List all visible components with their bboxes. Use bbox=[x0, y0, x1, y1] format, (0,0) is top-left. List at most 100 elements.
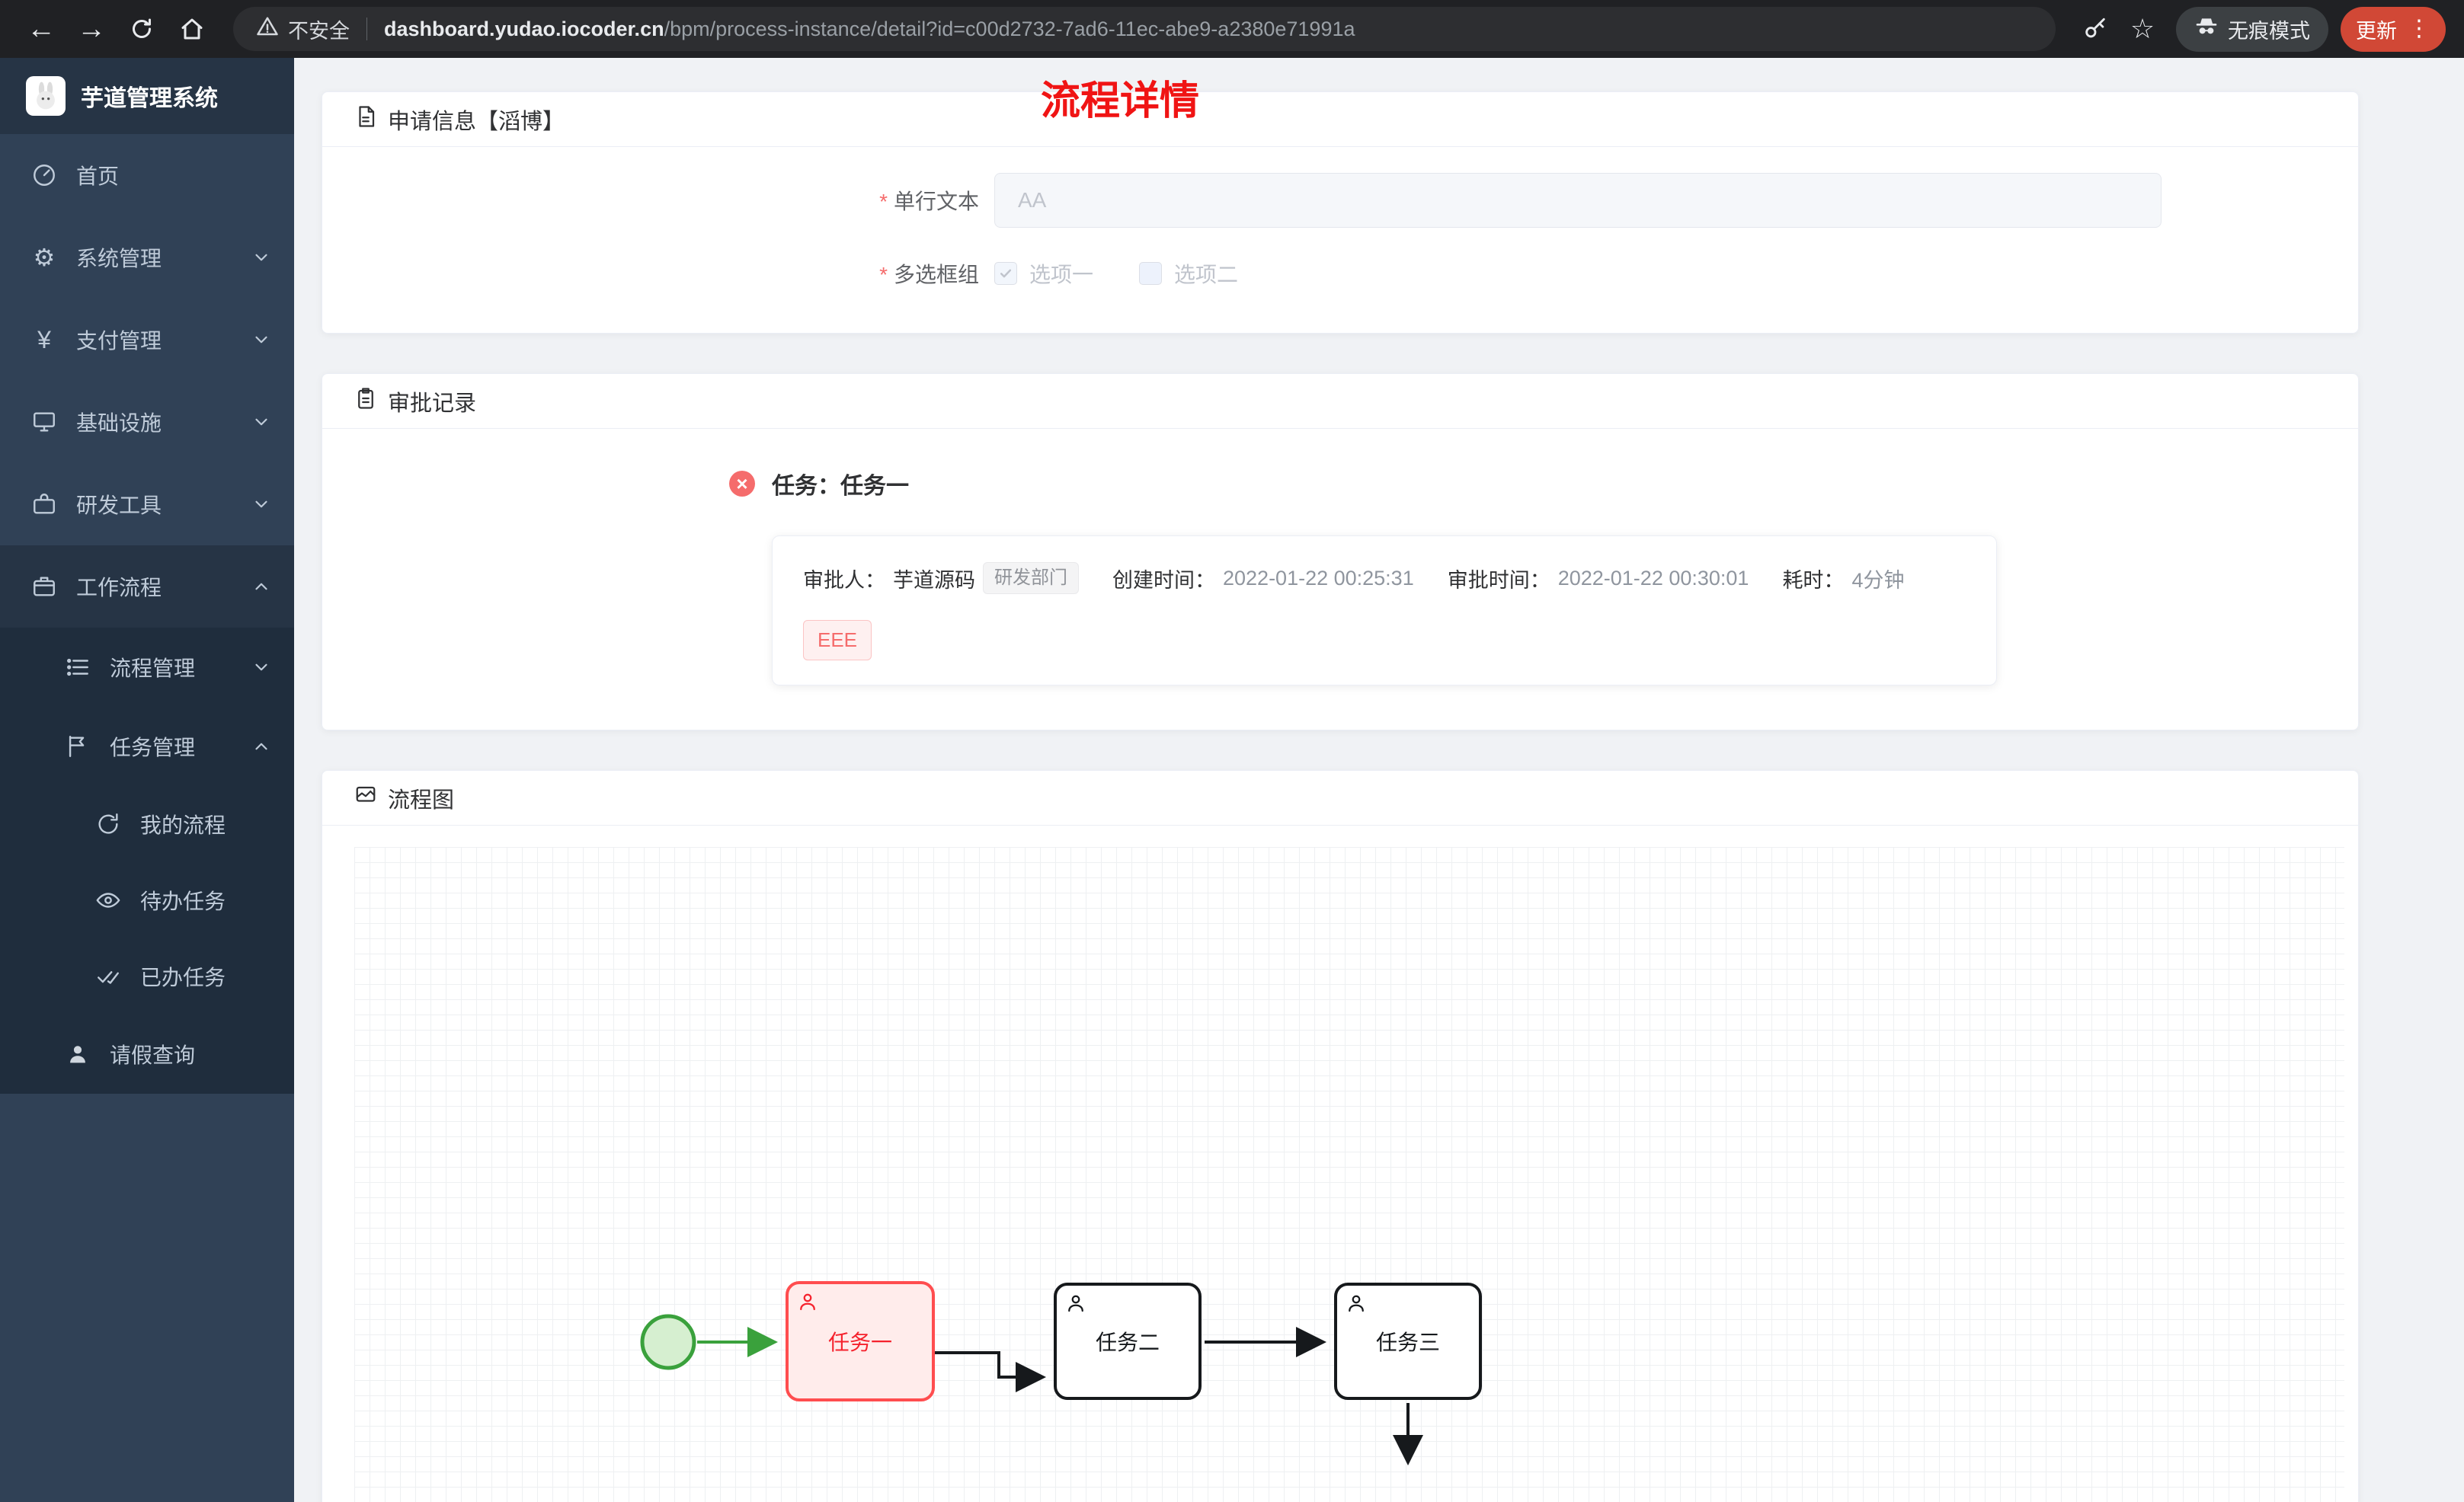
browser-toolbar: ← → 不安全 dashboard.yudao.iocoder.cn/bpm/p… bbox=[0, 0, 2464, 58]
address-divider bbox=[366, 18, 367, 40]
task-node-label: 任务一 bbox=[827, 1331, 892, 1355]
app-title: 芋道管理系统 bbox=[81, 86, 218, 111]
checkbox-group: 选项一 选项二 bbox=[994, 258, 1238, 289]
task-row: × 任务：任务一 bbox=[729, 467, 2358, 500]
task-node-label: 任务三 bbox=[1375, 1331, 1440, 1355]
menu-dots-icon[interactable]: ⋮ bbox=[2408, 16, 2430, 41]
single-line-text-label: *单行文本 bbox=[879, 190, 979, 213]
task-node-label: 任务二 bbox=[1095, 1331, 1160, 1355]
checkbox-checked-icon bbox=[994, 262, 1017, 285]
chrome-update-button[interactable]: 更新 ⋮ bbox=[2341, 6, 2446, 52]
duration-value: 4分钟 bbox=[1851, 568, 1905, 592]
task-rejected-icon: × bbox=[729, 471, 755, 497]
checkbox-group-row: *多选框组 选项一 选项二 bbox=[322, 258, 2358, 289]
toolbox-icon bbox=[30, 573, 58, 600]
url-path: /bpm/process-instance/detail?id=c00d2732… bbox=[664, 17, 1355, 40]
department-tag: 研发部门 bbox=[983, 562, 1079, 595]
checkbox-group-label: *多选框组 bbox=[879, 263, 979, 286]
bpmn-task-node-2[interactable]: 任务二 bbox=[1054, 1283, 1202, 1401]
forward-button[interactable]: → bbox=[77, 12, 106, 45]
sidebar-item-leave-query[interactable]: 请假查询 bbox=[0, 1015, 294, 1094]
bpmn-canvas[interactable]: 任务一 任务二 任务三 bbox=[354, 847, 2344, 1502]
chevron-up-icon bbox=[251, 577, 271, 596]
task-title: 任务：任务一 bbox=[772, 474, 909, 499]
update-label: 更新 bbox=[2356, 19, 2397, 43]
process-diagram-card: 流程图 任务一 bbox=[322, 770, 2359, 1502]
apply-info-card: 申请信息【滔博】 *单行文本 *多选框组 选项一 bbox=[322, 91, 2359, 334]
bpmn-task-node-3[interactable]: 任务三 bbox=[1334, 1283, 1482, 1401]
dashboard-icon bbox=[30, 161, 58, 189]
checkbox-option-one[interactable]: 选项一 bbox=[994, 258, 1093, 289]
created-time-group: 创建时间： 2022-01-22 00:25:31 bbox=[1112, 566, 1414, 592]
back-button[interactable]: ← bbox=[27, 12, 56, 45]
chevron-down-icon bbox=[251, 412, 271, 432]
incognito-badge: 无痕模式 bbox=[2176, 6, 2328, 52]
home-button[interactable] bbox=[169, 6, 215, 52]
single-line-text-row: *单行文本 bbox=[322, 173, 2358, 228]
refresh-button[interactable] bbox=[119, 6, 165, 52]
sidebar-item-payment-management[interactable]: ¥ 支付管理 bbox=[0, 299, 294, 381]
comment-line: EEE bbox=[803, 620, 1966, 661]
logo-avatar bbox=[26, 76, 66, 116]
eye-icon bbox=[94, 887, 122, 914]
chevron-up-icon bbox=[251, 737, 271, 756]
sidebar-item-my-process[interactable]: 我的流程 bbox=[0, 786, 294, 862]
url-domain: dashboard.yudao.iocoder.cn bbox=[384, 17, 664, 40]
approval-detail-box: 审批人： 芋道源码 研发部门 创建时间： 2022-01-22 00:25:31… bbox=[772, 535, 1997, 686]
comment-tag: EEE bbox=[803, 620, 872, 661]
approval-record-card-title: 审批记录 bbox=[388, 391, 477, 416]
home-icon bbox=[181, 18, 203, 40]
page-title: 流程详情 bbox=[1040, 79, 1200, 123]
sidebar-item-dev-tools[interactable]: 研发工具 bbox=[0, 463, 294, 545]
main-content: 流程详情 申请信息【滔博】 *单行文本 *多选框组 选项一 bbox=[294, 58, 2464, 1502]
sidebar-item-infrastructure[interactable]: 基础设施 bbox=[0, 381, 294, 463]
sidebar-item-process-management[interactable]: 流程管理 bbox=[0, 628, 294, 707]
person-icon bbox=[64, 1040, 91, 1068]
flow-task1-to-task2 bbox=[935, 1351, 1046, 1393]
monitor-icon bbox=[30, 408, 58, 436]
checkbox-unchecked-icon bbox=[1139, 262, 1163, 285]
refresh-icon bbox=[133, 18, 151, 38]
flag-icon bbox=[64, 733, 91, 760]
double-check-icon bbox=[94, 963, 122, 990]
approval-timeline: × 任务：任务一 审批人： 芋道源码 研发部门 创建时间： 2022-01-22… bbox=[322, 429, 2358, 730]
bpmn-start-event[interactable] bbox=[640, 1314, 696, 1370]
password-key-icon[interactable] bbox=[2074, 8, 2117, 50]
sidebar-item-task-management[interactable]: 任务管理 bbox=[0, 707, 294, 786]
process-diagram-card-title: 流程图 bbox=[388, 788, 455, 813]
sidebar-item-todo-tasks[interactable]: 待办任务 bbox=[0, 862, 294, 938]
approved-time-value: 2022-01-22 00:30:01 bbox=[1557, 566, 1749, 590]
created-time-value: 2022-01-22 00:25:31 bbox=[1223, 566, 1414, 590]
checkbox-option-two[interactable]: 选项二 bbox=[1139, 258, 1238, 289]
approval-record-card-header: 审批记录 bbox=[322, 374, 2358, 429]
sidebar-menu: 首页 ⚙ 系统管理 ¥ 支付管理 基础设施 研发工具 bbox=[0, 134, 294, 1094]
chevron-down-icon bbox=[251, 330, 271, 350]
app-logo[interactable]: 芋道管理系统 bbox=[0, 58, 294, 134]
sidebar-item-workflow[interactable]: 工作流程 bbox=[0, 545, 294, 628]
bpmn-task-node-1[interactable]: 任务一 bbox=[786, 1281, 935, 1402]
approver-name: 芋道源码 bbox=[893, 568, 975, 592]
bpmn-connectors bbox=[640, 1314, 1423, 1466]
not-secure-warning-icon bbox=[256, 15, 279, 43]
process-diagram-card-header: 流程图 bbox=[322, 771, 2358, 826]
gear-icon: ⚙ bbox=[33, 244, 56, 271]
required-asterisk: * bbox=[879, 263, 888, 286]
chevron-down-icon bbox=[251, 494, 271, 514]
single-line-text-input[interactable] bbox=[994, 173, 2162, 228]
sidebar-item-done-tasks[interactable]: 已办任务 bbox=[0, 938, 294, 1015]
list-icon bbox=[64, 654, 91, 681]
bookmark-star-icon[interactable]: ☆ bbox=[2130, 13, 2155, 44]
sidebar-item-system-management[interactable]: ⚙ 系统管理 bbox=[0, 216, 294, 299]
sidebar-item-home[interactable]: 首页 bbox=[0, 134, 294, 216]
url-text: dashboard.yudao.iocoder.cn/bpm/process-i… bbox=[384, 18, 1355, 41]
approved-time-group: 审批时间： 2022-01-22 00:30:01 bbox=[1447, 566, 1749, 592]
apply-info-card-header: 申请信息【滔博】 bbox=[322, 92, 2358, 147]
user-task-icon bbox=[1345, 1292, 1368, 1315]
not-secure-label: 不安全 bbox=[288, 19, 350, 43]
yen-icon: ¥ bbox=[37, 325, 51, 353]
address-bar[interactable]: 不安全 dashboard.yudao.iocoder.cn/bpm/proce… bbox=[233, 7, 2056, 51]
cycle-icon bbox=[94, 810, 122, 838]
clipboard-icon bbox=[354, 387, 377, 415]
apply-form: *单行文本 *多选框组 选项一 选项二 bbox=[322, 147, 2358, 333]
incognito-label: 无痕模式 bbox=[2228, 19, 2310, 43]
